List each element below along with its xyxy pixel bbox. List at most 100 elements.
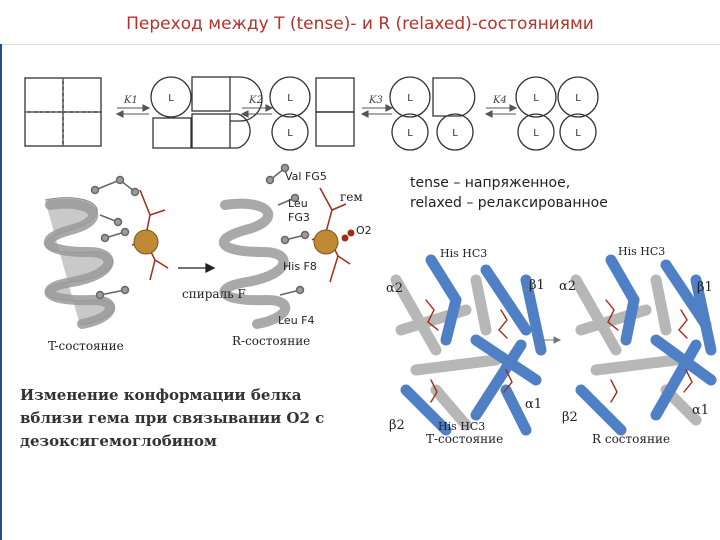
subunit-circle [515, 76, 557, 118]
subunit-square [315, 77, 355, 113]
helix-cylinder [440, 294, 462, 346]
terms-note: tense – напряженное, relaxed – релаксиро… [410, 173, 608, 213]
reverse-arrow [360, 110, 369, 118]
k4-label: K4 [492, 95, 507, 106]
atom-sphere [115, 175, 125, 185]
forward-arrow [509, 104, 518, 112]
r-state-label: R состояние [592, 432, 671, 446]
helix-cylinder [650, 274, 672, 336]
subunit-circle [436, 113, 474, 151]
atom-sphere [280, 235, 290, 245]
helix-cylinder [480, 264, 532, 336]
oxygen-atom [347, 229, 355, 237]
subunit-a1-label: α1 [692, 403, 710, 418]
helix-cylinder [410, 354, 502, 376]
forward-arrow [265, 104, 274, 112]
forward-arrow [142, 104, 151, 112]
val-fg5-label: Val FG5 [285, 170, 327, 183]
iron-atom [133, 229, 159, 255]
t-state-label: Т-состояние [426, 432, 504, 446]
page-title: Переход между T (tense)- и R (relaxed)-с… [126, 14, 594, 34]
atom-sphere [120, 285, 130, 295]
ligand-label: L [168, 93, 174, 104]
atom-sphere [265, 175, 275, 185]
caption-line: Изменение конформации белка [20, 386, 302, 404]
subunit-square [62, 111, 102, 147]
caption-line: вблизи гема при связывании O2 с [20, 409, 325, 427]
k1-label: K1 [123, 95, 138, 106]
atom-sphere [95, 290, 105, 300]
atom-sphere [100, 233, 110, 243]
tetramer-structures-figure [390, 254, 717, 436]
t-state-label: T-состояние [48, 339, 124, 353]
helix-cylinder [620, 294, 640, 346]
subunit-a1-label: α1 [525, 397, 543, 412]
atom-sphere [113, 217, 123, 227]
helix-cylinder [650, 339, 702, 421]
note-line: relaxed – релаксированное [410, 195, 608, 211]
atom-sphere [300, 230, 310, 240]
subunit-b1-label: β1 [697, 280, 713, 295]
subunit-circle [391, 113, 429, 151]
helix-cylinder [605, 254, 640, 306]
atom-sphere [295, 285, 305, 295]
helix-cylinder [575, 384, 627, 436]
subunit-circle [389, 76, 431, 118]
heme-group [503, 369, 513, 393]
title-divider [0, 44, 720, 45]
his-hc3-label: His HC3 [618, 245, 666, 258]
spiral-f-label: спираль F [182, 287, 246, 301]
subunit-b1-label: β1 [529, 278, 545, 293]
helix-cylinder [500, 384, 532, 436]
ligand-label: L [287, 93, 293, 104]
atom-sphere [280, 163, 290, 173]
oxygen-atom [341, 234, 349, 242]
caption-line: дезоксигемоглобином [20, 432, 217, 450]
subunit-square [152, 117, 192, 149]
his-hc3-label: His HC3 [438, 420, 486, 433]
helix-cylinder [520, 274, 547, 356]
atom-sphere [120, 227, 130, 237]
heme-group [498, 309, 508, 339]
o2-label: O2 [356, 224, 372, 237]
leu-f4-label: Leu F4 [278, 314, 315, 327]
ligand-label: L [533, 128, 539, 139]
ligand-label: L [575, 128, 581, 139]
ligand-label: L [407, 93, 413, 104]
helix-cylinder [470, 274, 492, 336]
heme-group [683, 369, 693, 393]
leu-label: Leu [288, 197, 308, 210]
ligand-label: L [575, 93, 581, 104]
his-f8-label: His F8 [283, 260, 317, 273]
subunit-circle [150, 76, 192, 118]
helix-cylinder [570, 274, 622, 356]
helix-cylinder [425, 254, 462, 306]
subunit-square [24, 77, 64, 113]
subunit-circle [557, 76, 599, 118]
reverse-arrow [115, 110, 124, 118]
reverse-arrow [240, 110, 249, 118]
helix-ribbon [218, 198, 291, 329]
reverse-arrow [484, 110, 493, 118]
subunit-square [191, 113, 231, 149]
subunit-square [191, 76, 231, 112]
helix-cylinder [690, 274, 717, 356]
forward-arrow [385, 104, 394, 112]
subunit-a2-label: α2 [386, 281, 404, 296]
subunit-circle [269, 76, 311, 118]
heme-group [425, 299, 439, 331]
r-state-label: R-состояние [232, 334, 311, 348]
subunit-square [24, 111, 64, 147]
helix-cylinder [390, 274, 442, 356]
helix-ribbon [43, 198, 116, 329]
helix-cylinder [470, 339, 527, 421]
transition-arrow [553, 336, 562, 344]
subunit-circle [559, 113, 597, 151]
gem-label: гем [340, 190, 363, 204]
subunit-half-round [230, 113, 251, 149]
his-hc3-label: His HC3 [440, 247, 488, 260]
heme-group [610, 379, 618, 403]
note-line: tense – напряженное, [410, 175, 571, 191]
fg3-label: FG3 [288, 211, 310, 224]
subunit-b2-label: β2 [389, 418, 405, 433]
